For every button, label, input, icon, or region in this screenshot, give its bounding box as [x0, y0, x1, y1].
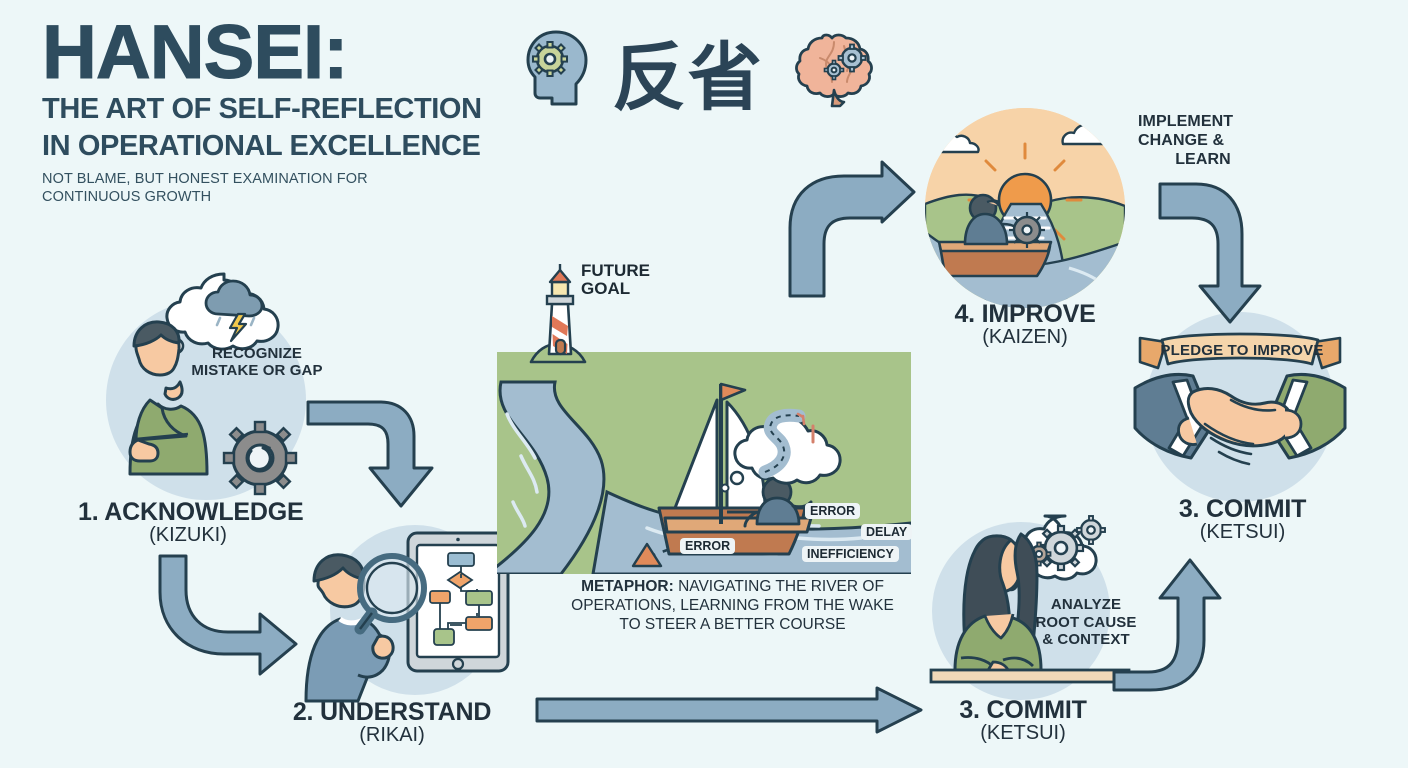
woman-at-desk-with-gears-thought-icon — [925, 512, 1135, 702]
step-understand-label: 2. UNDERSTAND — [292, 698, 492, 726]
metaphor-caption-line-3: TO STEER A BETTER COURSE — [619, 615, 846, 633]
improve-callout: IMPLEMENT CHANGE & LEARN — [1138, 112, 1268, 170]
arrow-analyze-to-commit — [1112, 548, 1250, 692]
future-goal-label: FUTURE GOAL — [581, 261, 650, 299]
tagline-line-1: NOT BLAME, BUT HONEST EXAMINATION FOR — [42, 171, 368, 188]
metaphor-caption-line-1: METAPHOR: NAVIGATING THE RIVER OF — [525, 578, 940, 597]
river-metaphor-illustration — [497, 352, 911, 574]
wake-tag-error-left: ERROR — [680, 538, 736, 554]
analyze-callout: ANALYZE ROOT CAUSE & CONTEXT — [1024, 596, 1148, 649]
person-thinking-with-storm-cloud-icon — [100, 272, 330, 511]
future-goal-line-2: GOAL — [581, 279, 631, 299]
kanji-hansei: 反省 — [612, 36, 764, 119]
subtitle-line-1: THE ART OF SELF-REFLECTION — [42, 92, 482, 125]
improve-callout-line-3: LEARN — [1175, 151, 1231, 169]
handshake-icon — [1133, 330, 1347, 490]
metaphor-caption-rest: NAVIGATING THE RIVER OF — [673, 578, 884, 595]
arrow-improve-to-commit — [1158, 178, 1288, 328]
metaphor-caption: METAPHOR: NAVIGATING THE RIVER OF OPERAT… — [525, 578, 940, 635]
future-goal-line-1: FUTURE — [581, 261, 650, 280]
step-analyze-label: 3. COMMIT — [959, 696, 1087, 724]
arrow-river-to-improve — [788, 160, 918, 298]
title-block: HANSEI: THE ART OF SELF-REFLECTION IN OP… — [42, 10, 542, 206]
person-with-magnifier-and-tablet-flowchart-icon — [300, 515, 520, 715]
wake-tag-delay: DELAY — [861, 524, 913, 540]
improve-callout-line-2: CHANGE & — [1138, 132, 1225, 150]
metaphor-caption-bold: METAPHOR: — [581, 578, 674, 595]
step-improve-label: 4. IMPROVE — [954, 300, 1096, 328]
subtitle-line-2: IN OPERATIONAL EXCELLENCE — [42, 129, 481, 162]
head-with-gear-icon — [520, 26, 592, 106]
step-commit-japanese: (KETSUI) — [1199, 521, 1286, 543]
wake-tag-error-right: ERROR — [805, 503, 861, 519]
tagline-line-2: CONTINUOUS GROWTH — [42, 188, 212, 205]
pledge-banner — [1138, 332, 1342, 382]
step-commit-label: 3. COMMIT — [1178, 495, 1307, 523]
pledge-banner-text: PLEDGE TO IMPROVE — [1160, 342, 1324, 359]
acknowledge-callout: RECOGNIZE MISTAKE OR GAP — [182, 345, 332, 380]
arrow-acknowledge-to-understand — [300, 388, 470, 518]
step-understand-japanese: (RIKAI) — [359, 724, 425, 746]
arrow-understand-to-analyze — [535, 686, 925, 734]
lighthouse-icon — [529, 258, 601, 364]
wake-tag-inefficiency: INEFFICIENCY — [802, 546, 899, 562]
step-improve-scene — [925, 108, 1125, 308]
analyze-callout-line-2: ROOT CAUSE — [1035, 613, 1137, 631]
improve-callout-line-1: IMPLEMENT — [1138, 113, 1234, 130]
metaphor-caption-line-2: OPERATIONS, LEARNING FROM THE WAKE — [571, 596, 894, 614]
brain-with-gears-icon — [795, 28, 878, 108]
analyze-callout-line-1: ANALYZE — [1050, 596, 1122, 613]
analyze-callout-line-3: & CONTEXT — [1042, 631, 1130, 649]
page-title: HANSEI: — [42, 10, 349, 95]
step-acknowledge-japanese: (KIZUKI) — [149, 524, 227, 546]
arrow-kizuki-to-understand — [158, 552, 338, 682]
acknowledge-callout-line-2: MISTAKE OR GAP — [191, 362, 323, 380]
step-analyze-japanese: (KETSUI) — [980, 722, 1066, 744]
acknowledge-callout-line-1: RECOGNIZE — [211, 345, 303, 362]
step-improve-japanese: (KAIZEN) — [982, 326, 1068, 348]
step-acknowledge-label: 1. ACKNOWLEDGE — [78, 498, 304, 526]
